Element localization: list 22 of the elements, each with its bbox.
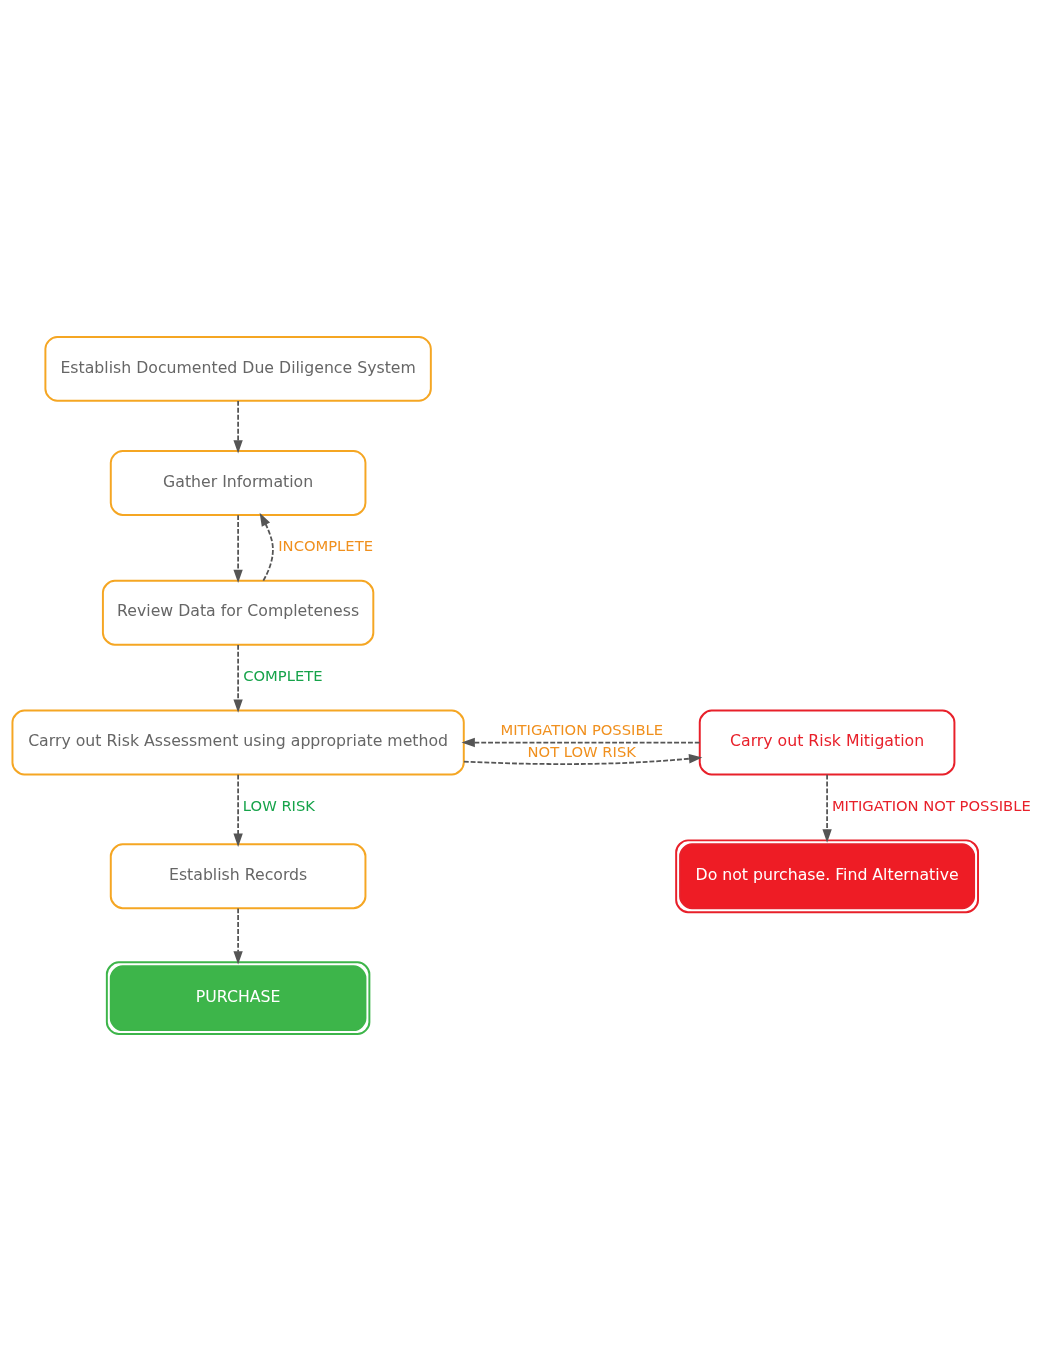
- node-box: Establish Documented Due Diligence System: [44, 335, 432, 402]
- arrow: [259, 512, 274, 582]
- node-box: Carry out Risk Assessment using appropriate method: [11, 709, 465, 776]
- node-box: Establish Records: [109, 843, 367, 910]
- node-box: Carry out Risk Mitigation: [698, 709, 956, 776]
- node-box: Review Data for Completeness: [101, 579, 375, 646]
- arrow: [822, 773, 832, 843]
- arrow: [233, 644, 243, 713]
- arrow: [233, 400, 243, 454]
- arrow: [233, 907, 243, 965]
- edge-label: MITIGATION POSSIBLE: [500, 720, 664, 738]
- arrow: [461, 737, 701, 748]
- edge-label: MITIGATION NOT POSSIBLE: [831, 796, 1031, 814]
- arrow: [233, 773, 243, 847]
- edge-label: NOT LOW RISK: [527, 743, 636, 761]
- node-box: PURCHASE: [105, 961, 371, 1036]
- node-box: Gather Information: [109, 450, 367, 516]
- edge-label: INCOMPLETE: [278, 537, 373, 555]
- arrow: [233, 514, 243, 584]
- edge-label: LOW RISK: [242, 796, 315, 814]
- arrow: [462, 754, 703, 765]
- edge-label: COMPLETE: [243, 667, 323, 685]
